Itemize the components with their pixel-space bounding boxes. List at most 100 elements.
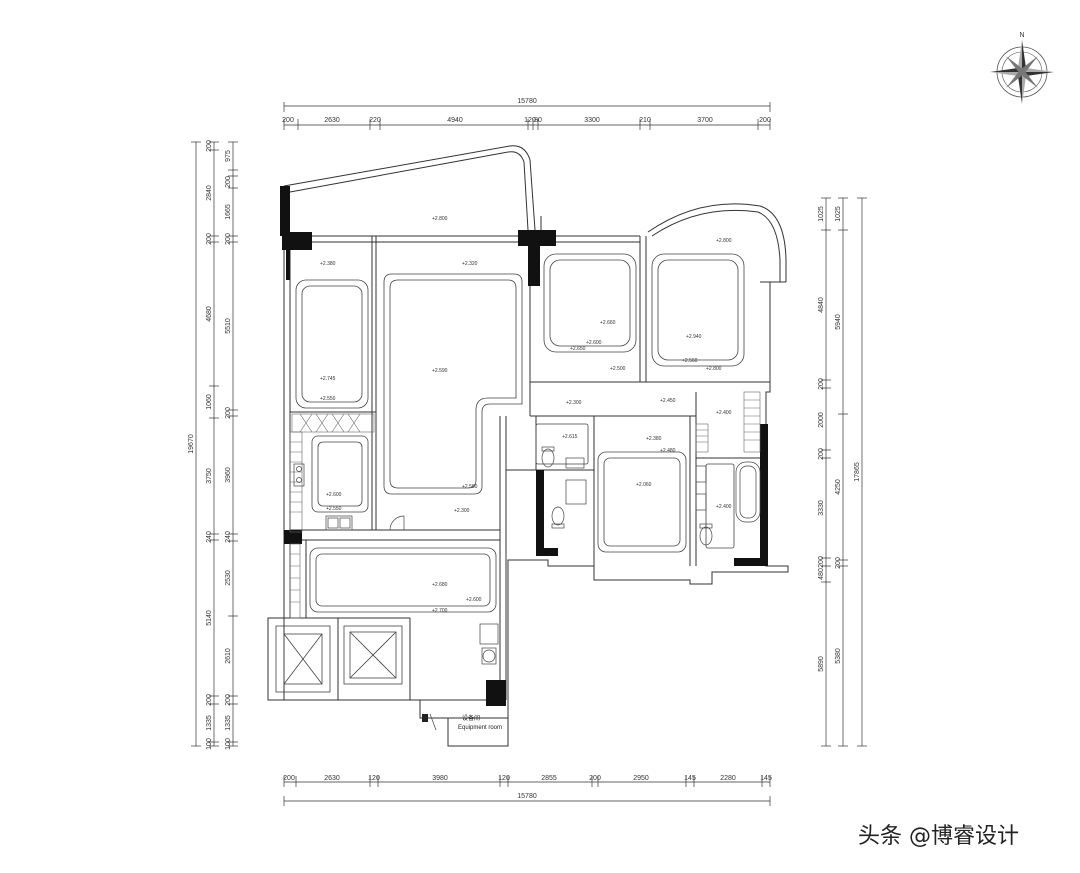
right-outer-dim-4: 2000 [818,412,825,428]
left-outer-dim-10: 1335 [206,715,213,731]
level-bed3c: +2.650 [570,346,586,352]
right-outer-dim-7: 200 [818,556,825,568]
level-bed2: +2.745 [320,376,336,382]
top-dim-6: 80 [534,117,542,124]
level-study: +2.380 [646,436,662,442]
top-dim-7: 3300 [584,117,600,124]
bottom-dim-8: 2950 [633,775,649,782]
bottom-dim-2: 2630 [324,775,340,782]
top-total-dim: 15780 [517,98,537,105]
top-dim-4: 4940 [447,117,463,124]
left-inner-dim-2: 200 [225,176,232,188]
level-hall: +2.300 [454,508,470,514]
bottom-dim-1: 200 [283,775,295,782]
level-bed1: +2.380 [320,261,336,267]
right-inner-dim-4: 200 [835,557,842,569]
left-outer-dim-4: 4680 [206,306,213,322]
bottom-dim-5: 120 [498,775,510,782]
left-inner-dim-4: 200 [225,233,232,245]
left-inner-dim-6: 200 [225,407,232,419]
level-corr2: +2.300 [566,400,582,406]
right-outer-dim-3: 200 [818,378,825,390]
level-bed2b: +2.550 [320,396,336,402]
bottom-dimensions [283,776,771,806]
right-inner-dim-3: 4250 [835,479,842,495]
left-outer-dim-6: 3750 [206,468,213,484]
bottom-dim-3: 120 [368,775,380,782]
level-study-c: +2.480 [660,448,676,454]
level-balcony2: +2.800 [716,238,732,244]
level-study-b: +2.060 [636,482,652,488]
left-outer-dim-9: 200 [206,694,213,706]
wardrobe-lines [290,399,760,603]
left-inner-dim-7: 3960 [225,467,232,483]
right-outer-dim-9: 5890 [818,656,825,672]
level-bath1: +2.615 [562,434,578,440]
left-inner-dim-3: 1665 [225,204,232,220]
level-bed3: +2.660 [600,320,616,326]
right-outer-dim-2: 4840 [818,297,825,313]
equipment-room-label-cn: 设备间 [462,714,480,722]
bottom-dim-11: 145 [760,775,772,782]
left-inner-dim-9: 2530 [225,570,232,586]
watermark-text: 头条 @博睿设计 [858,824,1019,849]
level-corr3: +2.450 [660,398,676,404]
top-dim-8: 210 [639,117,651,124]
left-inner-dim-13: 100 [225,738,232,750]
left-outer-dim-7: 240 [206,531,213,543]
right-total-dim: 17865 [854,462,861,482]
right-outer-dim-5: 200 [818,448,825,460]
right-inner-dim-5: 5380 [835,648,842,664]
bottom-dim-9: 145 [684,775,696,782]
equipment-room-label-en: Equipment room [458,725,502,731]
bottom-total-dim: 15780 [517,793,537,800]
top-dim-9: 3700 [697,117,713,124]
equipment-marker [422,714,428,722]
level-bed4: +2.940 [686,334,702,340]
right-outer-dim-6: 3330 [818,500,825,516]
level-lobby-b: +2.600 [466,597,482,603]
left-outer-dim-8: 5140 [206,610,213,626]
bottom-dim-4: 3980 [432,775,448,782]
level-bed4b: +2.560 [682,358,698,364]
level-lobby-c: +2.700 [432,608,448,614]
top-dim-2: 2630 [324,117,340,124]
walls [267,145,789,747]
left-inner-dim-1: 975 [225,150,232,162]
left-inner-dim-11: 200 [225,694,232,706]
left-dimensions [191,141,238,747]
level-living: +2.320 [462,261,478,267]
level-kitchen: +2.600 [326,492,342,498]
level-lobby: +2.680 [432,582,448,588]
level-bed4c: +2.800 [706,366,722,372]
ceiling-trays [295,253,745,613]
left-outer-dim-5: 1060 [206,394,213,410]
bottom-dim-6: 2855 [541,775,557,782]
right-dimensions [821,197,867,747]
structural-columns [280,186,768,706]
top-dim-10: 200 [759,117,771,124]
right-outer-dim-8: 480 [818,568,825,580]
level-bed3b: +2.600 [586,340,602,346]
level-corr1: +2.500 [610,366,626,372]
bottom-dim-7: 200 [589,775,601,782]
top-dimensions [283,102,771,130]
right-outer-dim-1: 1025 [818,206,825,222]
fixtures [293,446,761,731]
left-inner-dim-10: 2610 [225,648,232,664]
left-outer-dim-2: 2840 [206,185,213,201]
right-inner-dim-1: 1025 [835,206,842,222]
top-dim-1: 200 [282,117,294,124]
compass-icon: N [990,32,1054,104]
compass-label: N [1019,32,1024,39]
left-outer-dim-11: 100 [206,738,213,750]
level-bath3: +2.400 [716,504,732,510]
top-dim-5: 120 [524,117,536,124]
left-outer-dim-3: 200 [206,233,213,245]
left-inner-dim-8: 240 [225,531,232,543]
level-dining: +2.590 [432,368,448,374]
bottom-dim-10: 2280 [720,775,736,782]
left-inner-dim-12: 1335 [225,715,232,731]
left-inner-dim-5: 5510 [225,318,232,334]
